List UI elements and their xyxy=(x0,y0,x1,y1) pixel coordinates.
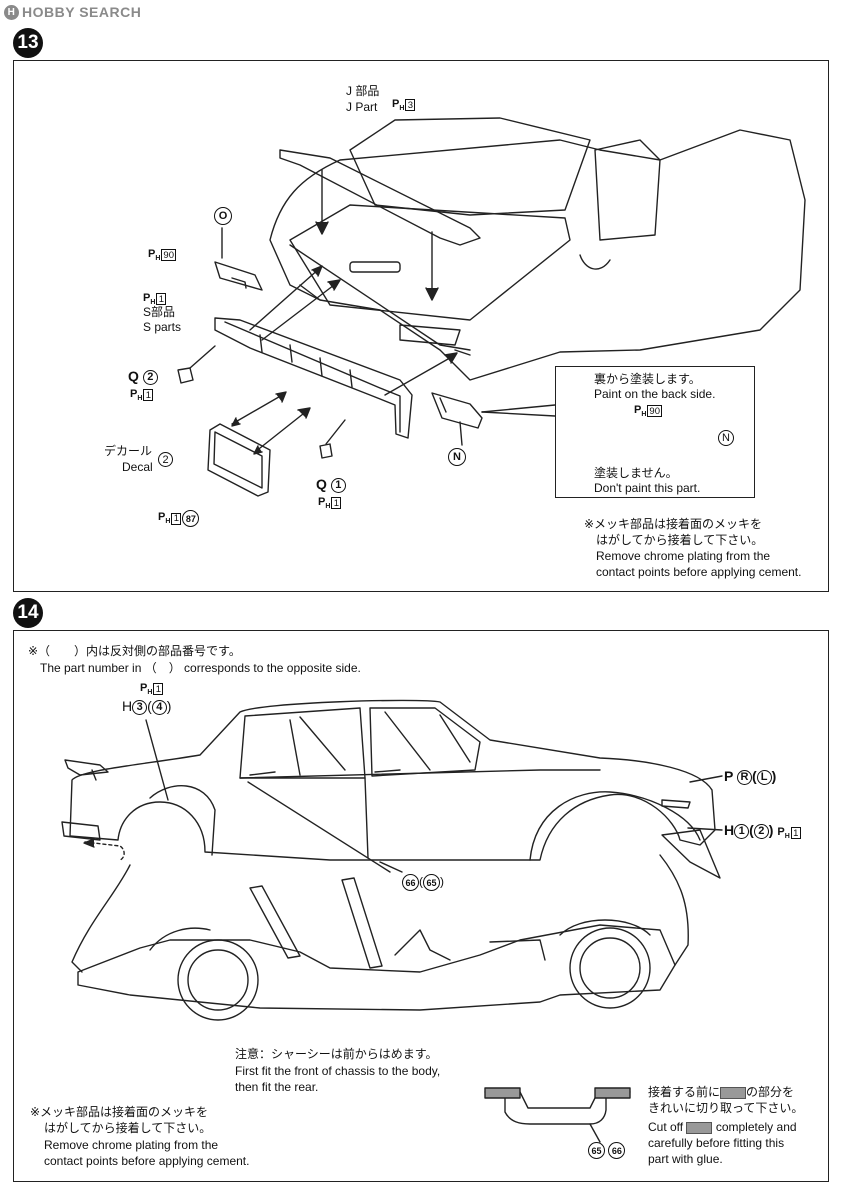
chrome-note-en2: contact points before applying cement. xyxy=(596,565,802,579)
s-parts-en: S parts xyxy=(143,320,182,334)
step-13-panel xyxy=(13,60,829,592)
step-14-number: 14 xyxy=(13,598,43,628)
chassis-note-en1: First fit the front of chassis to the bo… xyxy=(235,1064,441,1078)
chrome-note2-en2: contact points before applying cement. xyxy=(44,1154,250,1168)
part-n-marker: N xyxy=(448,448,466,466)
callout-no-paint-en: Don't paint this part. xyxy=(594,481,701,495)
chrome-note-jp2: はがしてから接着して下さい。 xyxy=(596,533,764,547)
chrome-note2-en1: Remove chrome plating from the xyxy=(44,1138,219,1152)
chassis-note-jp: 注意：シャーシーは前からはめます。 xyxy=(235,1047,438,1061)
cut-note-jp2: きれいに切り取って下さい。 xyxy=(648,1101,804,1115)
step-13-number: 13 xyxy=(13,28,43,58)
logo-text: HOBBY SEARCH xyxy=(22,4,142,20)
chrome-note2-jp1: ※メッキ部品は接着面のメッキを xyxy=(30,1105,209,1119)
callout-en: Paint on the back side. xyxy=(594,387,716,401)
cut-note-en1: Cut off completely and xyxy=(648,1120,797,1134)
logo-mark-icon: H xyxy=(4,4,19,20)
bar-part-numbers: 65 66 xyxy=(588,1142,626,1159)
parts-66-65-label: 66(65) xyxy=(402,874,444,891)
cut-note-jp1: 接着する前にの部分を xyxy=(648,1085,795,1099)
callout-n-marker: N xyxy=(718,430,734,446)
decal-number: 2 xyxy=(158,452,173,467)
cut-swatch-jp xyxy=(720,1086,747,1099)
opposite-side-note-jp: ※（ ）内は反対側の部品番号です。 xyxy=(28,644,241,658)
s-parts-jp: S部品 xyxy=(143,305,176,319)
q2-label: Q 2 xyxy=(128,368,158,385)
part-o-marker: O xyxy=(214,207,232,225)
prl-label: P R(L) xyxy=(724,768,777,785)
chrome-note2-jp2: はがしてから接着して下さい。 xyxy=(44,1121,212,1135)
callout-jp: 裏から塗装します。 xyxy=(594,372,701,386)
cut-note-en3: part with glue. xyxy=(648,1152,723,1166)
j-part-en: J Part xyxy=(346,100,378,114)
callout-no-paint-jp: 塗装しません。 xyxy=(594,466,678,480)
decal-jp: デカール xyxy=(104,444,153,458)
j-part-jp: J 部品 xyxy=(346,84,380,98)
opposite-side-note-en: The part number in （ ） corresponds to th… xyxy=(40,661,361,675)
chrome-note-jp1: ※メッキ部品は接着面のメッキを xyxy=(584,517,763,531)
q1-label: Q 1 xyxy=(316,476,346,493)
chrome-note-en1: Remove chrome plating from the xyxy=(596,549,771,563)
chassis-note-en2: then fit the rear. xyxy=(235,1080,319,1094)
decal-en: Decal xyxy=(122,460,153,474)
step-14-panel xyxy=(13,630,829,1182)
cut-swatch-en xyxy=(686,1121,713,1134)
cut-note-en2: carefully before fitting this xyxy=(648,1136,785,1150)
hobby-search-logo: H HOBBY SEARCH xyxy=(4,4,141,20)
